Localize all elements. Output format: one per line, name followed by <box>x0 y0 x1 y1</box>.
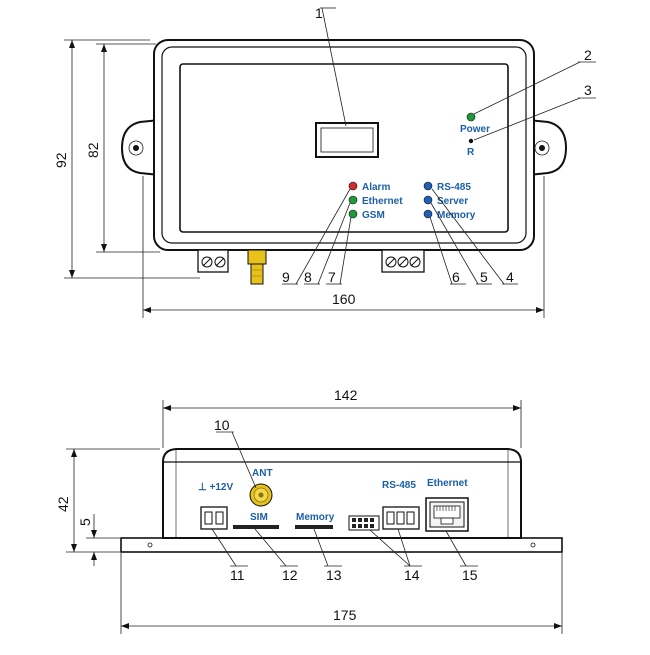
side-view: ⊥ +12V ANT SIM Memory <box>55 387 563 634</box>
server-label: Server <box>437 196 468 207</box>
power-input-label: ⊥ +12V <box>198 482 233 493</box>
left-mount-hole <box>128 140 144 156</box>
callout-12: 12 <box>282 567 298 583</box>
alarm-led <box>348 181 358 191</box>
server-led <box>423 195 433 205</box>
dim-flange: 5 <box>77 518 93 526</box>
callout-9: 9 <box>282 269 290 285</box>
callout-5: 5 <box>480 269 488 285</box>
antenna-connector <box>249 483 273 507</box>
callout-3: 3 <box>584 82 592 98</box>
memory-led-label: Memory <box>437 210 476 221</box>
ethernet-led <box>348 195 358 205</box>
r-label: R <box>467 147 475 158</box>
jumper-block <box>348 515 380 531</box>
callout-6: 6 <box>452 269 460 285</box>
alarm-label: Alarm <box>362 182 390 193</box>
callout-2: 2 <box>584 47 592 63</box>
callout-11: 11 <box>230 567 245 583</box>
rs485-terminal <box>382 506 420 530</box>
ethernet-led-label: Ethernet <box>362 196 403 207</box>
power-led <box>466 112 476 122</box>
side-flange <box>120 537 563 553</box>
antenna-connector-top <box>247 249 267 285</box>
dim-height-side: 42 <box>55 496 71 512</box>
callout-1: 1 <box>315 5 323 21</box>
ethernet-port <box>425 497 469 532</box>
front-panel <box>179 63 509 233</box>
dim-width-top: 160 <box>332 291 356 307</box>
memory-slot <box>295 525 333 529</box>
rs485-led <box>423 181 433 191</box>
dim-width-side-top: 142 <box>334 387 358 403</box>
ethernet-label: Ethernet <box>427 478 468 489</box>
power-label: Power <box>460 124 490 135</box>
rs485-label: RS-485 <box>382 480 416 491</box>
display-window <box>315 122 379 158</box>
left-mounting-ear <box>120 118 161 177</box>
callout-13: 13 <box>326 567 342 583</box>
rs485-terminal-top <box>381 249 425 273</box>
gsm-label: GSM <box>362 210 385 221</box>
dim-width-side-bottom: 175 <box>333 607 357 623</box>
power-terminal <box>200 506 228 530</box>
sim-label: SIM <box>250 512 268 523</box>
callout-14: 14 <box>404 567 420 583</box>
sim-slot <box>233 525 279 529</box>
reset-dot <box>468 138 474 144</box>
rs485-led-label: RS-485 <box>437 182 471 193</box>
callout-10: 10 <box>214 417 230 433</box>
callout-7: 7 <box>328 269 336 285</box>
housing-inner <box>161 46 527 244</box>
gsm-led <box>348 209 358 219</box>
callout-15: 15 <box>462 567 478 583</box>
callout-4: 4 <box>506 269 514 285</box>
callout-8: 8 <box>304 269 312 285</box>
memory-led <box>423 209 433 219</box>
dim-height-outer: 92 <box>53 152 69 168</box>
memory-label: Memory <box>296 512 335 523</box>
power-terminal-top <box>197 249 229 273</box>
front-view: Power R Alarm Ethernet GSM RS-485 Server… <box>53 5 596 318</box>
dim-height-inner: 82 <box>85 142 101 158</box>
ant-label: ANT <box>252 468 273 479</box>
right-mounting-ear <box>527 118 568 177</box>
